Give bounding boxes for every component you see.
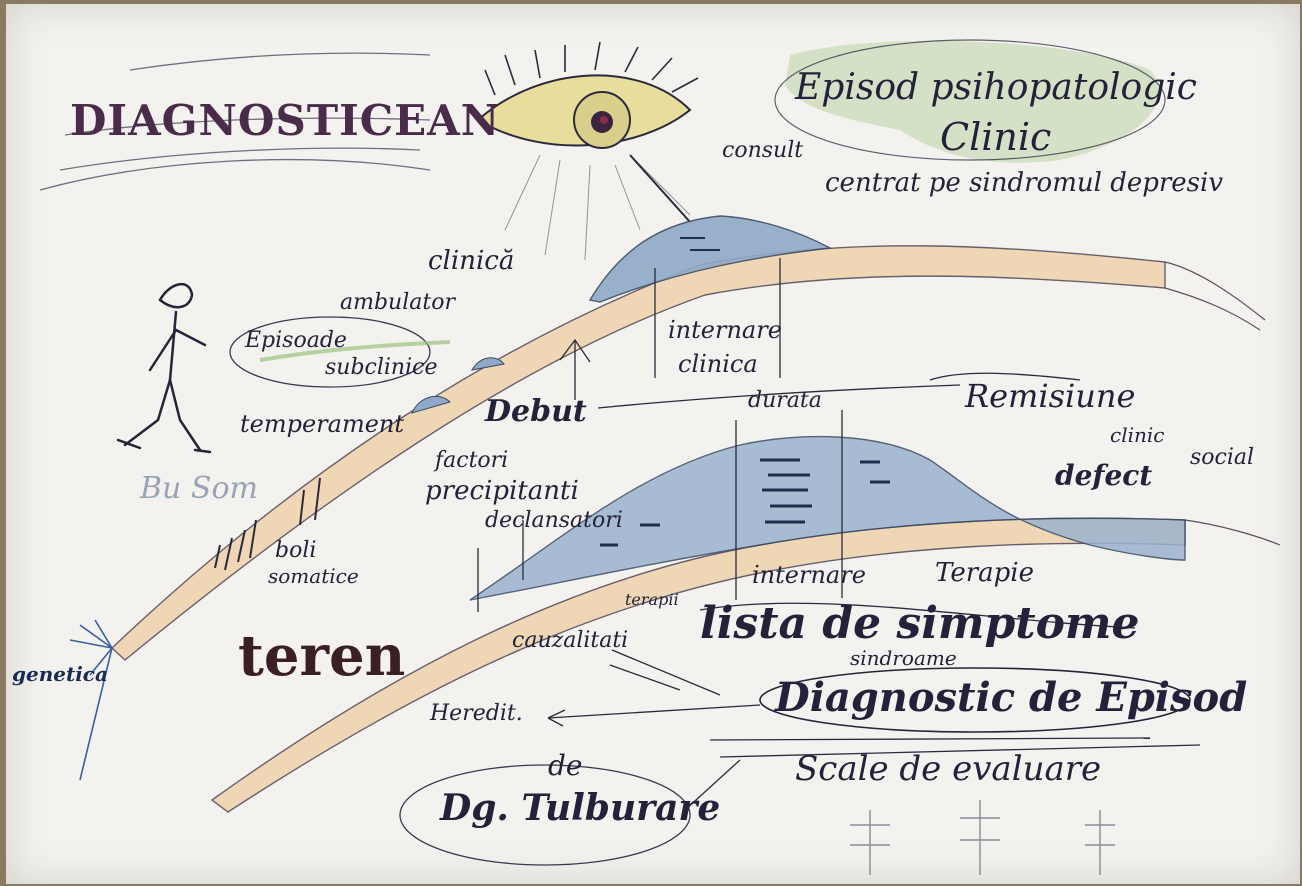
bu-som-label: Bu Som: [140, 471, 258, 506]
boli-somatice-label-2: somatice: [268, 564, 359, 588]
internare-clinica-label-2: clinica: [678, 350, 758, 378]
sindroame-label: sindroame: [850, 646, 957, 670]
scale-marks: [850, 800, 1115, 875]
episoade-label-1: Episoade: [245, 328, 347, 353]
temperament-label: temperament: [240, 410, 405, 438]
cauzalitati-label: cauzalitati: [512, 628, 629, 653]
lower-episode-hill: [469, 435, 1186, 601]
ambulator-label: ambulator: [340, 290, 455, 315]
defect-label: defect: [1055, 459, 1153, 492]
debut-label: Debut: [485, 394, 587, 429]
social-label: social: [1190, 445, 1255, 470]
durata-label: durata: [748, 388, 822, 413]
subclinical-bump-1: [411, 395, 451, 414]
title-scribbles: [39, 52, 431, 191]
centrat-label: centrat pe sindromul depresiv: [825, 168, 1224, 198]
episod-title-oval: [774, 39, 1166, 161]
internare-clinica-label-1: internare: [668, 316, 782, 344]
precipitanti-label: precipitanti: [425, 476, 579, 506]
upper-episode-hill: [588, 215, 833, 303]
factori-label: factori: [435, 448, 509, 473]
tulburare-label: Dg. Tulburare: [440, 787, 721, 829]
consult-label: consult: [722, 138, 804, 163]
tulburare-oval: [399, 764, 691, 866]
declansatori-label: declansatori: [485, 508, 623, 533]
scale-evaluare-label: Scale de evaluare: [795, 749, 1102, 789]
diagnostic-oval: [759, 667, 1191, 733]
boli-somatice-label-1: boli: [275, 538, 317, 563]
episode-title-highlight: [785, 40, 1160, 163]
teren-label: teren: [238, 623, 406, 689]
timeline-lines: [477, 258, 1201, 811]
genetica-label: genetica: [12, 662, 108, 686]
clinica-label: clinică: [428, 246, 515, 276]
terapii-label: terapii: [625, 590, 679, 609]
hatch-marks: [214, 477, 321, 571]
remisiune-label: Remisiune: [965, 377, 1136, 415]
diagram-title: DIAGNOSTICEAN: [70, 96, 501, 145]
episode-title-line-2: Clinic: [940, 115, 1052, 159]
internare-label: internare: [752, 561, 866, 589]
diagnostic-episod-label: Diagnostic de Episod: [775, 674, 1248, 721]
clinic-label: clinic: [1110, 423, 1165, 447]
genetics-arrow: [69, 619, 113, 781]
lista-simptome-label: lista de simptome: [700, 598, 1140, 649]
subclinical-bump-2: [471, 357, 505, 371]
eye-icon: [476, 41, 699, 261]
episoade-oval: [229, 316, 431, 388]
walking-figure-icon: [116, 283, 212, 454]
episoade-label-2: subclinice: [325, 355, 438, 380]
de-label: de: [548, 749, 583, 782]
ereditate-label: Heredit.: [430, 701, 523, 726]
episode-title-line-1: Episod psihopatologic: [795, 67, 1197, 108]
terapie-label: Terapie: [935, 558, 1034, 588]
